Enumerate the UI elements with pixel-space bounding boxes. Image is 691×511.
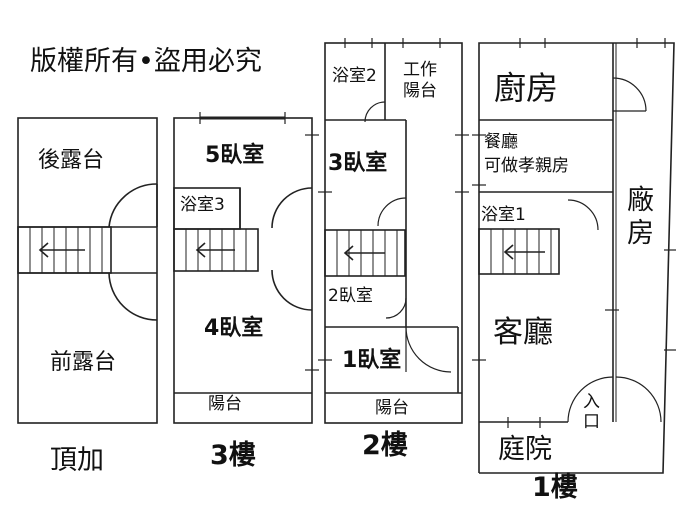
bath2-label: 浴室2 — [332, 66, 377, 86]
first-floor-plan — [472, 38, 676, 474]
rooftop-plan — [17, 117, 158, 424]
third-balcony-label: 陽台 — [208, 394, 242, 414]
first-floor-label: 1樓 — [532, 472, 578, 503]
bedroom3-label: 3臥室 — [328, 151, 388, 176]
bath1-label: 浴室1 — [481, 205, 526, 225]
bedroom5-label: 5臥室 — [205, 143, 265, 168]
third-floor-label: 3樓 — [210, 440, 256, 471]
bedroom1-label: 1臥室 — [342, 348, 402, 373]
front-terrace-label: 前露台 — [50, 350, 117, 375]
entrance-label: 入口 — [579, 392, 599, 432]
rooftop-floor-label: 頂加 — [50, 445, 104, 476]
second-floor-label: 2樓 — [362, 430, 408, 461]
dining-note-label: 可做孝親房 — [484, 156, 569, 176]
rear-terrace-label: 後露台 — [38, 148, 105, 173]
kitchen-label: 廚房 — [494, 69, 559, 107]
second-floor-plan — [318, 38, 469, 424]
work-balcony-label: 工作 陽台 — [403, 60, 437, 102]
bedroom4-label: 4臥室 — [204, 316, 264, 341]
copyright-notice: 版權所有•盜用必究 — [30, 46, 262, 77]
bath3-label: 浴室3 — [180, 195, 225, 215]
bedroom2-label: 2臥室 — [328, 286, 373, 306]
factory-label: 廠房 — [622, 185, 653, 251]
courtyard-label: 庭院 — [498, 434, 552, 465]
second-balcony-label: 陽台 — [375, 398, 409, 418]
third-floor-plan — [173, 112, 319, 424]
dining-label: 餐廳 — [484, 132, 518, 152]
living-room-label: 客廳 — [493, 315, 553, 350]
